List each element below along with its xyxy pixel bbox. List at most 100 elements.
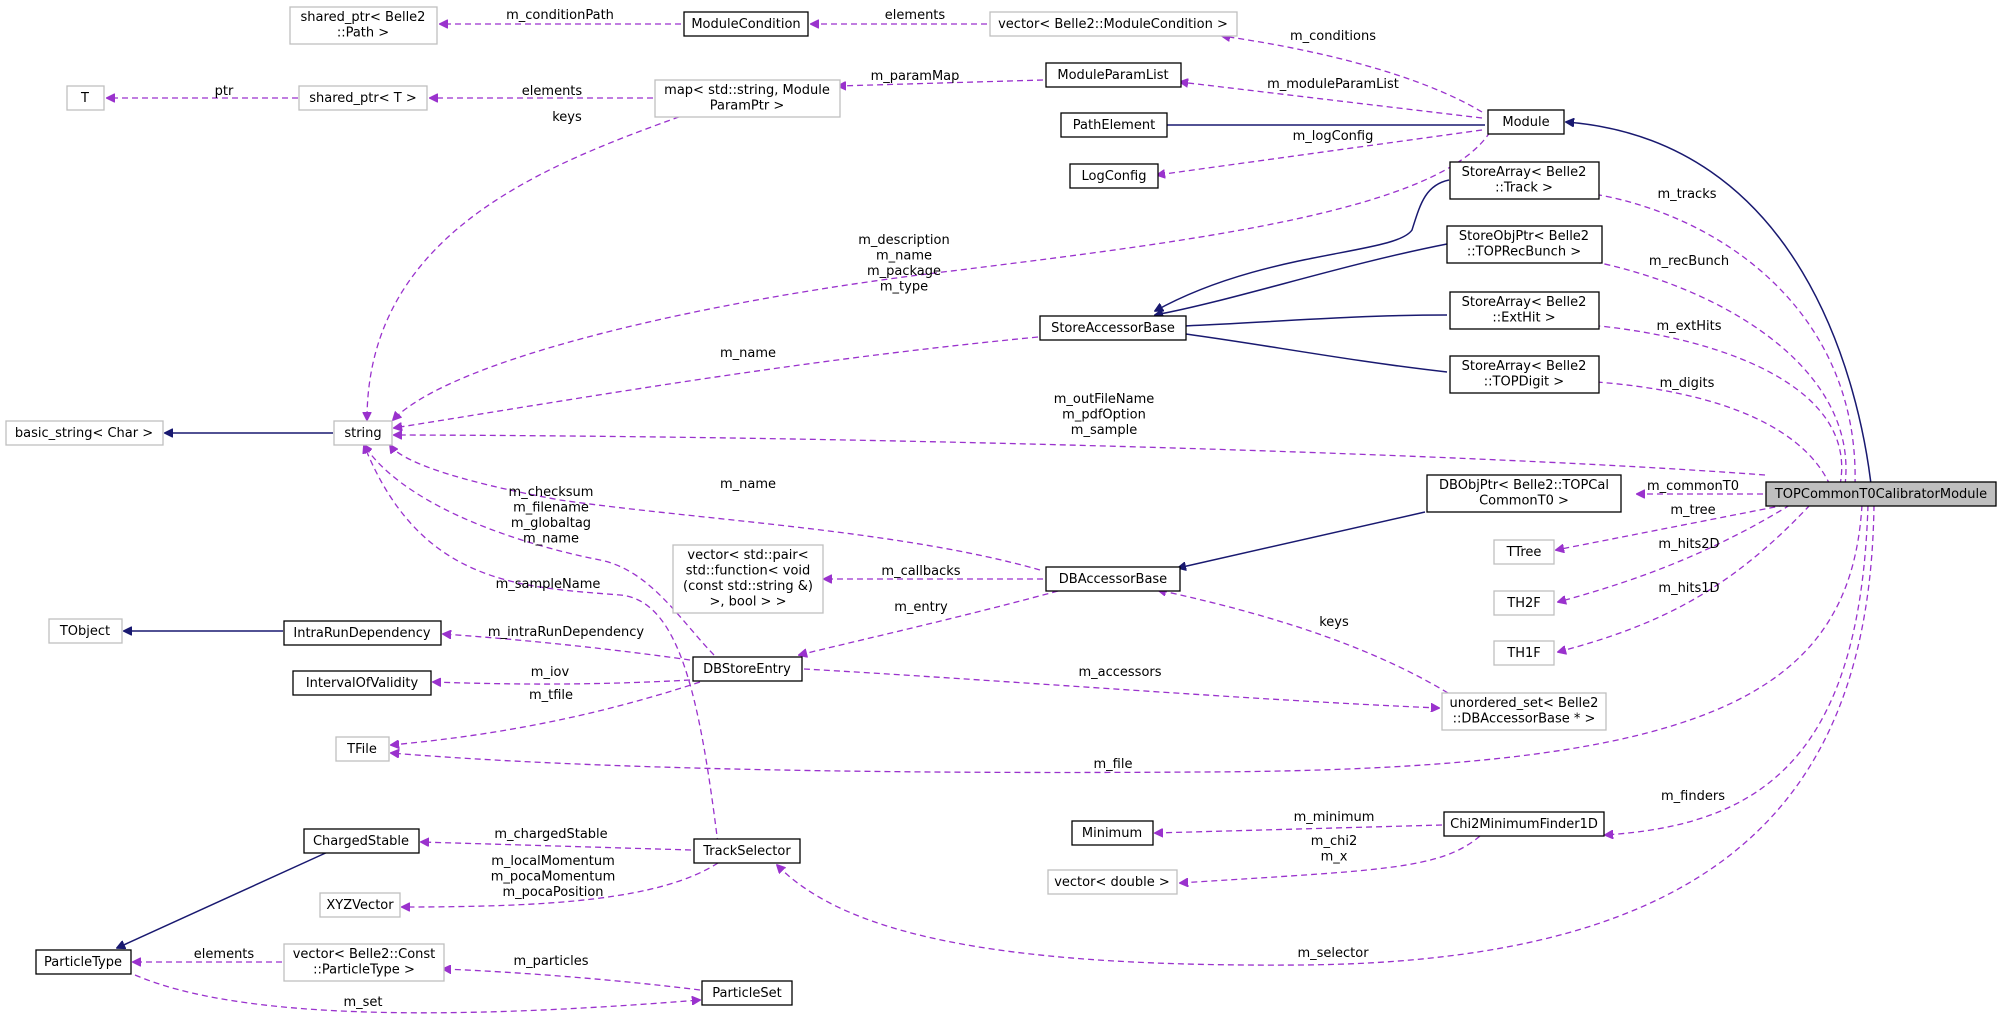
null-line: ChargedStable xyxy=(313,834,409,849)
node-shared-ptr-t[interactable]: shared_ptr< T > xyxy=(298,85,428,111)
label-m-hits2d: m_hits2D xyxy=(1658,537,1719,552)
label-dbstore-strings-line: m_globaltag xyxy=(511,516,591,531)
label-m-entry: m_entry xyxy=(894,600,948,615)
node-db-store-entry[interactable]: DBStoreEntry xyxy=(692,656,803,682)
node-charged-stable[interactable]: ChargedStable xyxy=(303,828,420,854)
null-line: DBStoreEntry xyxy=(703,662,791,677)
label-m-tree-line: m_tree xyxy=(1670,503,1715,518)
null-line: IntraRunDependency xyxy=(293,626,431,641)
edges xyxy=(107,24,1875,1014)
null-line: TObject xyxy=(59,624,110,639)
svg-text:vector< double >: vector< double > xyxy=(1054,875,1170,890)
svg-text:vector< Belle2::ModuleConditio: vector< Belle2::ModuleCondition > xyxy=(998,17,1228,32)
label-elements-conditions-line: elements xyxy=(885,8,946,23)
null-line: XYZVector xyxy=(326,898,394,913)
node-particle-set[interactable]: ParticleSet xyxy=(701,980,793,1006)
label-keys-unordered: keys xyxy=(1319,615,1349,630)
node-tobject[interactable]: TObject xyxy=(48,618,123,644)
null-line: Chi2MinimumFinder1D xyxy=(1450,817,1598,832)
node-vector-module-condition[interactable]: vector< Belle2::ModuleCondition > xyxy=(989,11,1238,37)
node-store-array-track[interactable]: StoreArray< Belle2::Track > xyxy=(1449,161,1600,200)
node-particle-type[interactable]: ParticleType xyxy=(35,949,132,975)
node-store-array-topdigit[interactable]: StoreArray< Belle2::TOPDigit > xyxy=(1449,355,1600,394)
null-line: vector< Belle2::Const xyxy=(293,947,436,962)
svg-text:StoreObjPtr< Belle2::TOPRecBun: StoreObjPtr< Belle2::TOPRecBunch > xyxy=(1459,229,1589,260)
label-m-set: m_set xyxy=(343,995,382,1010)
node-vector-double[interactable]: vector< double > xyxy=(1047,869,1178,895)
svg-text:ChargedStable: ChargedStable xyxy=(313,834,409,849)
node-intra-run-dependency[interactable]: IntraRunDependency xyxy=(283,620,442,646)
edge-module-strings xyxy=(393,131,1491,420)
svg-text:TTree: TTree xyxy=(1506,545,1542,560)
label-m-set-line: m_set xyxy=(343,995,382,1010)
label-calibrator-strings-line: m_outFileName xyxy=(1054,392,1155,407)
node-minimum[interactable]: Minimum xyxy=(1071,820,1154,846)
edge-m-param-map xyxy=(838,79,1044,86)
null-line: ::ParticleType > xyxy=(313,963,415,978)
node-store-accessor-base[interactable]: StoreAccessorBase xyxy=(1039,315,1187,341)
node-t[interactable]: T xyxy=(66,85,105,111)
svg-text:XYZVector: XYZVector xyxy=(326,898,394,913)
null-line: TFile xyxy=(346,742,377,757)
node-module[interactable]: Module xyxy=(1487,109,1565,135)
label-m-param-map-line: m_paramMap xyxy=(871,69,960,84)
node-path-element[interactable]: PathElement xyxy=(1060,112,1168,138)
null-line: >, bool > > xyxy=(710,595,787,610)
label-keys-map-line: keys xyxy=(552,110,582,125)
node-track-selector[interactable]: TrackSelector xyxy=(693,838,801,864)
node-top-common-t0-calibrator-module[interactable]: TOPCommonT0CalibratorModule xyxy=(1765,481,1997,507)
node-vector-const-particle-type[interactable]: vector< Belle2::Const::ParticleType > xyxy=(283,943,445,982)
svg-text:Minimum: Minimum xyxy=(1082,826,1142,841)
node-string[interactable]: string xyxy=(333,420,393,446)
label-m-selector-line: m_selector xyxy=(1297,946,1369,961)
node-db-accessor-base[interactable]: DBAccessorBase xyxy=(1045,566,1181,592)
null-line: vector< std::pair< xyxy=(687,548,808,563)
edge-m-digits xyxy=(1561,380,1831,486)
node-log-config[interactable]: LogConfig xyxy=(1069,163,1159,189)
node-ttree[interactable]: TTree xyxy=(1493,539,1555,565)
edge-dbstore-strings xyxy=(364,445,715,656)
label-m-tracks-line: m_tracks xyxy=(1657,187,1716,202)
node-basic-string[interactable]: basic_string< Char > xyxy=(5,420,164,446)
node-shared-ptr-path[interactable]: shared_ptr< Belle2::Path > xyxy=(289,6,438,45)
svg-text:ModuleCondition: ModuleCondition xyxy=(691,17,800,32)
svg-text:IntervalOfValidity: IntervalOfValidity xyxy=(306,676,419,691)
null-line: ModuleCondition xyxy=(691,17,800,32)
svg-text:StoreAccessorBase: StoreAccessorBase xyxy=(1051,321,1175,336)
node-store-obj-ptr-recbunch[interactable]: StoreObjPtr< Belle2::TOPRecBunch > xyxy=(1446,225,1603,264)
null-line: Module xyxy=(1502,115,1549,130)
svg-text:vector< Belle2::Const::Particl: vector< Belle2::Const::ParticleType > xyxy=(293,947,436,978)
label-m-hits2d-line: m_hits2D xyxy=(1658,537,1719,552)
svg-text:vector< std::pair<std::functio: vector< std::pair<std::function< void(co… xyxy=(683,548,813,610)
label-elements-particle-line: elements xyxy=(194,947,255,962)
null-line: ::Track > xyxy=(1495,181,1553,196)
label-m-name-db: m_name xyxy=(720,477,776,492)
node-interval-of-validity[interactable]: IntervalOfValidity xyxy=(292,670,432,696)
label-module-strings-line: m_package xyxy=(867,264,941,279)
node-xyz-vector[interactable]: XYZVector xyxy=(319,892,401,918)
null-line: TH1F xyxy=(1506,646,1540,661)
null-line: DBAccessorBase xyxy=(1059,572,1167,587)
node-chi2-minimum-finder[interactable]: Chi2MinimumFinder1D xyxy=(1443,811,1605,837)
null-line: T xyxy=(80,91,89,106)
svg-text:IntraRunDependency: IntraRunDependency xyxy=(293,626,431,641)
node-store-array-exthit[interactable]: StoreArray< Belle2::ExtHit > xyxy=(1449,291,1600,330)
label-m-digits-line: m_digits xyxy=(1660,376,1715,391)
node-tfile[interactable]: TFile xyxy=(335,736,390,762)
node-th1f[interactable]: TH1F xyxy=(1493,640,1555,666)
null-line: vector< double > xyxy=(1054,875,1170,890)
node-th2f[interactable]: TH2F xyxy=(1493,590,1555,616)
label-m-entry-line: m_entry xyxy=(894,600,948,615)
node-vector-pair-callbacks[interactable]: vector< std::pair<std::function< void(co… xyxy=(672,544,824,614)
node-module-condition[interactable]: ModuleCondition xyxy=(683,11,809,37)
label-keys-map: keys xyxy=(552,110,582,125)
label-m-ext-hits-line: m_extHits xyxy=(1657,319,1722,334)
null-line: StoreAccessorBase xyxy=(1051,321,1175,336)
node-unordered-set-dbaccessor[interactable]: unordered_set< Belle2::DBAccessorBase * … xyxy=(1441,692,1607,731)
node-module-param-list[interactable]: ModuleParamList xyxy=(1045,62,1182,88)
edge-m-log-config xyxy=(1157,129,1483,175)
edge-calibrator-strings xyxy=(394,435,1766,476)
label-m-digits: m_digits xyxy=(1660,376,1715,391)
